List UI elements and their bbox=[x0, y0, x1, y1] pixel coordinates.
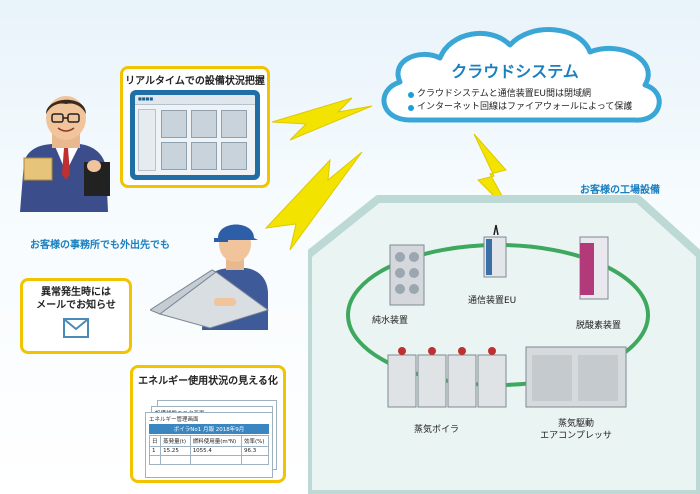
communication-unit-label: 通信装置EU bbox=[468, 296, 517, 306]
deoxygenation-unit-label: 脱酸素装置 bbox=[576, 321, 622, 331]
factory-area bbox=[308, 195, 700, 494]
pure-water-unit-icon bbox=[389, 244, 425, 306]
cloud-title: クラウドシステム bbox=[451, 62, 579, 81]
energy-table: 日 蒸発量(t) 燃料使用量(m³N) 効率(%) 1 15.25 1055.4… bbox=[148, 435, 270, 465]
envelope-icon bbox=[63, 318, 89, 338]
tablet-device: ■■■■ bbox=[130, 90, 260, 180]
businessman-illustration bbox=[20, 96, 110, 212]
realtime-title: リアルタイムでの設備状況把握 bbox=[125, 76, 265, 87]
energy-table-header: ボイラNo1 月報 2018年9月 bbox=[149, 424, 269, 434]
energy-table-col: 効率(%) bbox=[240, 435, 270, 447]
energy-table-col: 燃料使用量(m³N) bbox=[189, 435, 242, 447]
factory-label: お客様の工場設備 bbox=[580, 185, 660, 196]
screen-logo: ■■■■ bbox=[138, 96, 154, 101]
mail-notification-text: 異常発生時には メールでお知らせ bbox=[36, 287, 116, 311]
steam-boiler-icon bbox=[387, 347, 507, 408]
compressor-label: 蒸気駆動 エアコンプレッサ bbox=[540, 419, 612, 441]
lightning-bolt-icon bbox=[271, 97, 373, 141]
cloud-bullet: インターネット回線はファイアウォールによって保護 bbox=[408, 101, 648, 114]
worker-with-laptop-illustration bbox=[150, 224, 270, 330]
cloud-bullet: クラウドシステムと通信装置EU間は閉域網 bbox=[408, 88, 648, 101]
energy-table-col: 日 bbox=[148, 435, 162, 447]
equipment-monitor-screen: ■■■■ bbox=[135, 95, 255, 175]
cloud-bullet-list: クラウドシステムと通信装置EU間は閉域網 インターネット回線はファイアウォールに… bbox=[408, 88, 648, 114]
energy-table-col: 蒸発量(t) bbox=[160, 435, 191, 447]
energy-title: エネルギー使用状況の見える化 bbox=[138, 376, 278, 387]
deoxygenation-unit-icon bbox=[579, 236, 609, 300]
energy-management-sheet: エネルギー管理画面 ボイラNo1 月報 2018年9月 日 蒸発量(t) 燃料使… bbox=[145, 412, 273, 478]
energy-sheet-title: エネルギー管理画面 bbox=[149, 417, 199, 423]
table-row: 1 15.25 1055.4 96.3 bbox=[148, 446, 270, 456]
communication-unit-eu-icon bbox=[483, 224, 507, 278]
mail-notification-callout bbox=[20, 278, 132, 354]
steam-boiler-label: 蒸気ボイラ bbox=[414, 425, 460, 435]
air-compressor-icon bbox=[525, 346, 627, 408]
pure-water-unit-label: 純水装置 bbox=[372, 316, 409, 326]
cloud-shape bbox=[381, 27, 662, 123]
office-label: お客様の事務所でも外出先でも bbox=[30, 240, 170, 251]
